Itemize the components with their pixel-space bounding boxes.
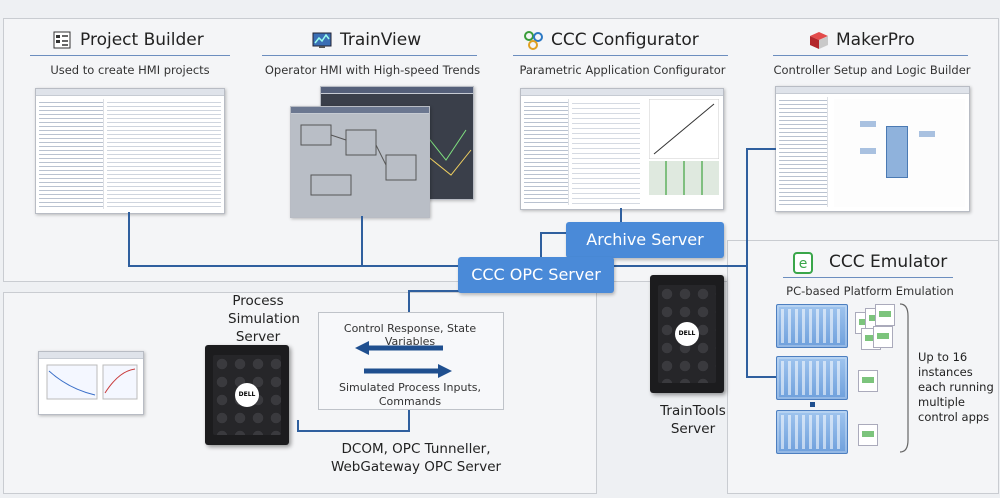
makerpro-title-text: MakerPro	[836, 30, 915, 50]
instances-line4: multiple	[918, 395, 965, 409]
emulator-rack-3	[776, 410, 848, 454]
emulator-cards-2	[858, 370, 888, 394]
instances-label: Up to 16 instances each running multiple…	[918, 350, 996, 425]
trainview-subtitle: Operator HMI with High-speed Trends	[264, 63, 481, 77]
connector-archive-left	[540, 232, 542, 258]
gears-icon	[523, 30, 543, 50]
ccc-configurator-screenshot	[520, 88, 724, 210]
emulator-title: e CCC Emulator	[793, 252, 948, 274]
protocols-line2: WebGateway OPC Server	[330, 459, 502, 475]
project-builder-title: Project Builder	[52, 30, 204, 50]
instances-line5: control apps	[918, 410, 990, 424]
left-arrow-icon	[355, 341, 443, 355]
bracket-icon	[899, 303, 909, 453]
trainview-icon	[312, 30, 332, 50]
ccc-configurator-underline	[513, 55, 728, 56]
connector-process-sim	[297, 430, 410, 432]
traintools-label-1: TrainTools	[660, 403, 726, 419]
connector-main-bus	[128, 265, 460, 267]
emulator-rack-2	[776, 356, 848, 400]
instances-line3: each running	[918, 380, 994, 394]
instances-line1: Up to 16	[918, 350, 968, 364]
connector-opc-right	[612, 265, 747, 267]
trainview-title-text: TrainView	[340, 30, 422, 50]
svg-text:e: e	[799, 256, 808, 272]
cube-icon	[808, 30, 828, 50]
project-builder-screenshot	[35, 88, 225, 214]
traintools-label: TrainTools Server	[655, 402, 731, 438]
opc-server-box: CCC OPC Server	[458, 257, 614, 293]
instances-line2: instances	[918, 365, 973, 379]
exchange-inputs-line1: Simulated Process Inputs,	[338, 381, 482, 394]
right-arrow-icon	[364, 364, 452, 378]
ccc-configurator-subtitle: Parametric Application Configurator	[519, 63, 726, 77]
emulator-cards-3	[858, 424, 888, 448]
connector-project-builder	[128, 212, 130, 266]
makerpro-screenshot	[775, 86, 970, 212]
exchange-inputs-label: Simulated Process Inputs, Commands	[318, 381, 502, 409]
makerpro-underline	[773, 55, 968, 56]
connector-archive-top	[540, 232, 568, 234]
rack-link	[810, 402, 815, 407]
exchange-response-label: Control Response, State Variables	[343, 322, 477, 348]
process-sim-label-2: Simulation	[228, 311, 300, 327]
connector-trainview	[361, 216, 363, 266]
emulator-rack-1	[776, 304, 848, 348]
traintools-label-2: Server	[670, 421, 716, 437]
trainview-underline	[262, 55, 477, 56]
connector-configurator	[620, 208, 622, 224]
emulator-cards-1	[855, 304, 895, 350]
project-builder-icon	[52, 30, 72, 50]
protocols-line1: DCOM, OPC Tunneller,	[341, 441, 491, 457]
connector-process-sim-stub	[297, 420, 299, 432]
e-logo-icon: e	[793, 252, 813, 274]
trainview-screenshot-front	[290, 106, 430, 218]
project-builder-subtitle: Used to create HMI projects	[50, 63, 210, 77]
connector-emulator-rack	[746, 376, 776, 378]
ccc-configurator-title: CCC Configurator	[523, 30, 699, 50]
emulator-panel	[727, 240, 999, 494]
emulator-subtitle: PC-based Platform Emulation	[786, 284, 954, 298]
makerpro-subtitle: Controller Setup and Logic Builder	[773, 63, 971, 77]
project-builder-underline	[30, 55, 230, 56]
process-sim-label-1: Process	[232, 293, 284, 309]
connector-makerpro-vertical	[746, 148, 748, 378]
exchange-box	[318, 312, 504, 410]
process-sim-label-3: Server	[235, 329, 281, 345]
makerpro-title: MakerPro	[808, 30, 915, 50]
ccc-configurator-title-text: CCC Configurator	[551, 30, 699, 50]
trainview-title: TrainView	[312, 30, 421, 50]
connector-opc-left	[408, 290, 460, 292]
connector-makerpro-horizontal	[746, 148, 776, 150]
traintools-server: DELL	[650, 275, 724, 393]
process-sim-server: DELL	[205, 345, 289, 445]
emulator-title-text: CCC Emulator	[829, 252, 948, 272]
process-sim-screenshot	[38, 351, 144, 415]
process-sim-label: Process Simulation Server	[228, 292, 300, 346]
emulator-underline	[783, 277, 953, 278]
project-builder-title-text: Project Builder	[80, 30, 204, 50]
archive-server-box: Archive Server	[566, 222, 724, 258]
protocols-label: DCOM, OPC Tunneller, WebGateway OPC Serv…	[325, 440, 507, 476]
exchange-inputs-line2: Commands	[378, 395, 442, 408]
